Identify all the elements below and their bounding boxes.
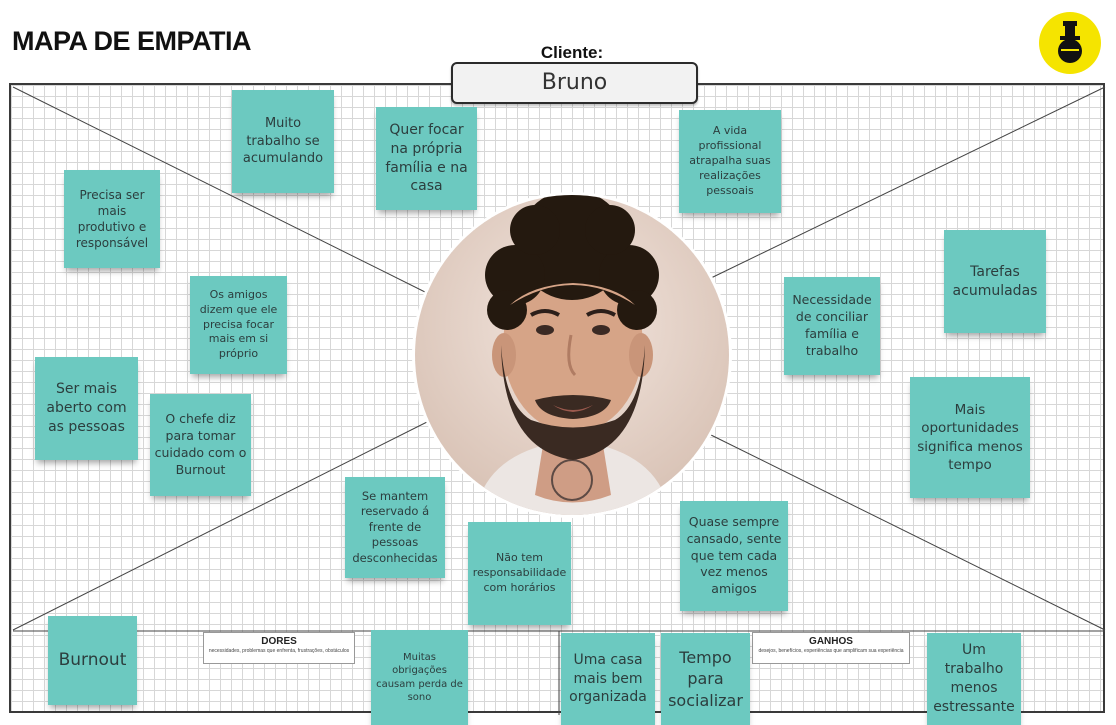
gains-label: GANHOS desejos, benefícios, experiências… — [752, 632, 910, 664]
note-socializar[interactable]: Tempo para socializar — [661, 633, 750, 725]
client-name-field[interactable]: Bruno — [451, 62, 698, 104]
gains-subtitle: desejos, benefícios, experiências que am… — [758, 648, 904, 654]
pains-label: DORES necessidades, problemas que enfren… — [203, 632, 355, 664]
note-produtivo[interactable]: Precisa ser mais produtivo e responsável — [64, 170, 160, 268]
pains-subtitle: necessidades, problemas que enfrenta, fr… — [208, 648, 350, 654]
client-label: Cliente: — [540, 43, 604, 62]
pains-title: DORES — [261, 636, 297, 647]
logo — [1039, 12, 1101, 74]
note-reservado[interactable]: Se mantem reservado á frente de pessoas … — [345, 477, 445, 578]
note-cansado[interactable]: Quase sempre cansado, sente que tem cada… — [680, 501, 788, 611]
note-obrigacoes[interactable]: Muitas obrigações causam perda de sono — [371, 630, 468, 725]
diagonal-bottom-right — [710, 434, 1106, 631]
note-burnout[interactable]: Burnout — [48, 616, 137, 705]
logo-icon — [1058, 21, 1082, 63]
note-tarefas[interactable]: Tarefas acumuladas — [944, 230, 1046, 333]
note-horarios[interactable]: Não tem responsabilidade com horários — [468, 522, 571, 625]
diagonal-top-left — [12, 86, 432, 296]
note-conciliar[interactable]: Necessidade de conciliar família e traba… — [784, 277, 880, 375]
person-photo — [415, 195, 729, 515]
note-menos-estressante[interactable]: Um trabalho menos estressante — [927, 633, 1021, 725]
note-casa-organizada[interactable]: Uma casa mais bem organizada — [561, 633, 655, 725]
gains-title: GANHOS — [809, 636, 853, 647]
note-focar-familia[interactable]: Quer focar na própria família e na casa — [376, 107, 477, 210]
note-vida-profissional[interactable]: A vida profissional atrapalha suas reali… — [679, 110, 781, 213]
diagonal-bottom-left — [12, 419, 432, 631]
diagonal-top-right — [710, 86, 1106, 279]
note-amigos[interactable]: Os amigos dizem que ele precisa focar ma… — [190, 276, 287, 374]
note-aberto[interactable]: Ser mais aberto com as pessoas — [35, 357, 138, 460]
board-dividers — [12, 86, 1106, 715]
note-oportunidades[interactable]: Mais oportunidades significa menos tempo — [910, 377, 1030, 498]
page-title: MAPA DE EMPATIA — [12, 26, 252, 56]
note-muito-trabalho[interactable]: Muito trabalho se acumulando — [232, 90, 334, 193]
note-chefe[interactable]: O chefe diz para tomar cuidado com o Bur… — [150, 394, 251, 496]
